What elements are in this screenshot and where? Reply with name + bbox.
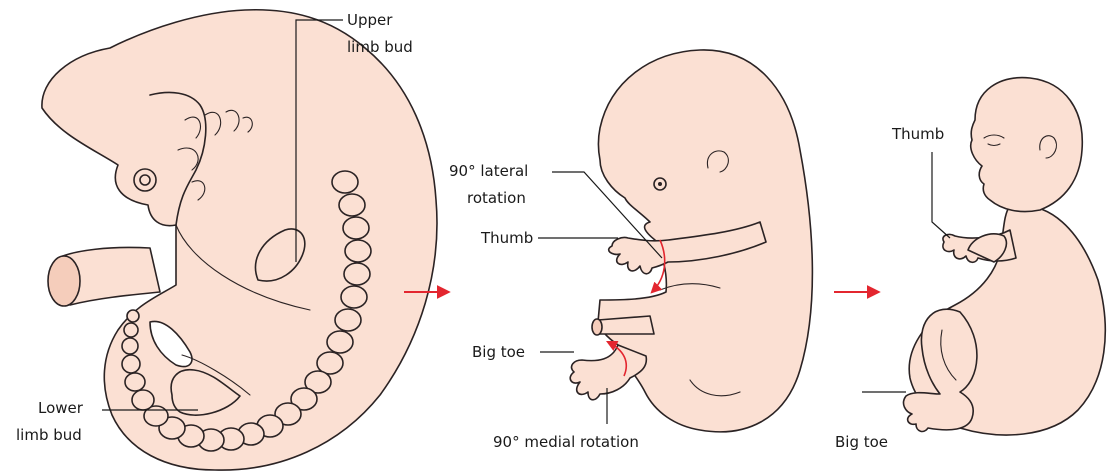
lower-limb-bud-label-line1: Lower (38, 399, 84, 417)
embryo-stage-1 (42, 10, 437, 470)
upper-limb-bud-label-line1: Upper (347, 11, 393, 29)
fetus-head (971, 78, 1083, 212)
big-toe-label-stage2: Big toe (472, 343, 525, 361)
embryo-1-body (42, 10, 437, 470)
big-toe-label-stage3: Big toe (835, 433, 888, 451)
umbilical-stalk (598, 316, 654, 334)
leg (570, 345, 646, 400)
lateral-rotation-label-line1: 90° lateral (449, 162, 528, 180)
umbilical-stalk-end (48, 256, 80, 306)
embryo-stage-2 (538, 50, 812, 432)
upper-limb-bud-label-line2: limb bud (347, 38, 413, 56)
thumb-label-stage2: Thumb (480, 229, 533, 247)
thumb-label-stage3: Thumb (891, 125, 944, 143)
medial-rotation-label: 90° medial rotation (493, 433, 639, 451)
lateral-rotation-label-line2: rotation (467, 189, 526, 207)
lower-limb-bud-label-line2: limb bud (16, 426, 82, 444)
